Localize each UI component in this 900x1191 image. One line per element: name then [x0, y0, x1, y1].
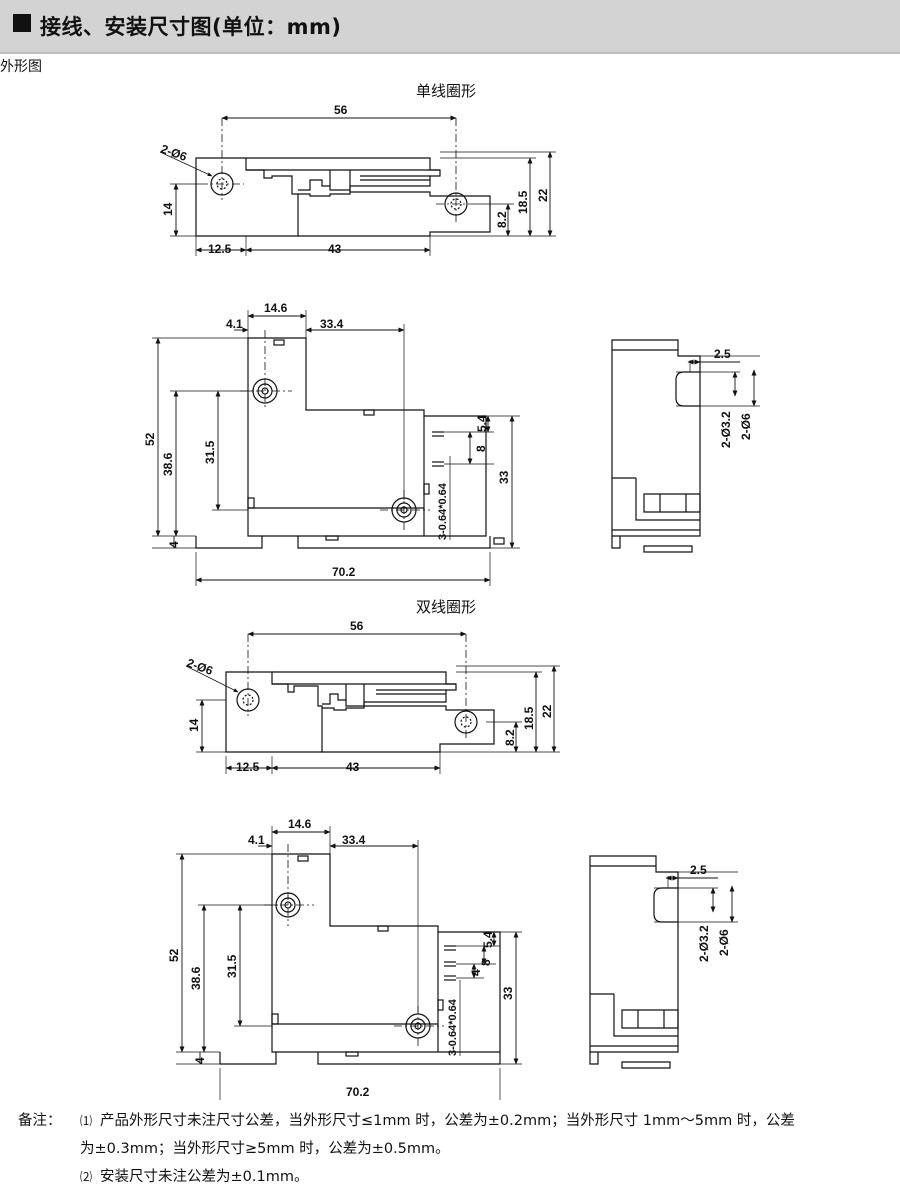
double-top-view [185, 631, 560, 774]
dim-label: 43 [328, 242, 342, 256]
dim-label: 8 [479, 959, 493, 966]
dim-label: 4 [469, 969, 483, 976]
header-title: 接线、安装尺寸图(单位：mm) [40, 15, 342, 39]
section-header: 接线、安装尺寸图(单位：mm) [0, 0, 900, 54]
dim-label: 22 [536, 188, 550, 202]
notes: 备注： ⑴ 产品外形尺寸未注尺寸公差，当外形尺寸≤1mm 时，公差为±0.2mm；当… [18, 1107, 898, 1191]
double-side-labels: 2.5 2-Ø3.2 2-Ø6 [690, 863, 731, 962]
note-1-continued: 为±0.3mm；当外形尺寸≥5mm 时，公差为±0.5mm。 [80, 1141, 450, 1157]
dim-label: 56 [350, 619, 364, 633]
dim-label: 2-Ø6 [739, 413, 753, 440]
section-label: 外形图 [0, 59, 42, 75]
single-front-labels: 14.6 4.1 33.4 52 38.6 31.5 4 70.2 5.4 8 … [143, 301, 511, 579]
dim-label: 70.2 [346, 1085, 370, 1099]
dim-label: 5.4 [481, 931, 495, 948]
dim-label: 3-0.64*0.64 [447, 998, 459, 1056]
single-side-labels: 2.5 2-Ø3.2 2-Ø6 [714, 347, 753, 448]
dim-label: 52 [167, 948, 181, 962]
double-top-labels: 56 2-Ø6 14 12.5 43 8.2 18.5 22 [185, 619, 554, 774]
double-side-view [589, 855, 738, 1069]
dim-label: 52 [143, 432, 157, 446]
dim-label: 4.1 [226, 317, 243, 331]
dim-label: 3-0.64*0.64 [437, 482, 449, 540]
figure-title-single: 单线圈形 [416, 82, 477, 100]
dim-label: 18.5 [516, 190, 530, 214]
dim-label: 70.2 [332, 565, 356, 579]
dim-label: 18.5 [522, 706, 536, 730]
single-front-view [152, 310, 520, 586]
note-number: ⑵ [80, 1170, 93, 1184]
figure-title-double: 双线圈形 [416, 598, 477, 616]
dim-label: 33.4 [342, 833, 366, 847]
double-front-view [176, 826, 522, 1100]
dim-label: 22 [540, 704, 554, 718]
dim-label: 38.6 [161, 452, 175, 476]
dim-label: 14.6 [288, 817, 312, 831]
dim-label: 2-Ø6 [159, 142, 189, 164]
dim-label: 2-Ø3.2 [719, 411, 733, 448]
note-text: 安装尺寸未注公差为±0.1mm。 [100, 1169, 309, 1185]
single-top-labels: 56 2-Ø6 14 12.5 43 8.2 18.5 22 [159, 103, 550, 256]
dim-label: 14.6 [264, 301, 288, 315]
dim-label: 43 [346, 760, 360, 774]
dim-label: 2-Ø6 [185, 656, 215, 678]
dim-label: 12.5 [208, 242, 232, 256]
single-side-view [611, 339, 760, 553]
dim-label: 2.5 [690, 863, 707, 877]
dimension-drawing: 56 2-Ø6 14 12.5 43 8.2 18.5 22 [143, 103, 760, 1100]
dim-label: 33.4 [320, 317, 344, 331]
notes-prefix: 备注： [18, 1113, 62, 1129]
dim-label: 5.4 [475, 415, 489, 432]
dim-label: 12.5 [236, 760, 260, 774]
header-bullet-icon [13, 14, 31, 32]
dim-label: 8.2 [495, 211, 509, 228]
dim-label: 4 [167, 541, 181, 548]
dim-label: 31.5 [203, 440, 217, 464]
note-number: ⑴ [80, 1114, 93, 1128]
dim-label: 2.5 [714, 347, 731, 361]
note-2: ⑵ 安装尺寸未注公差为±0.1mm。 [18, 1163, 898, 1191]
single-top-view [159, 115, 556, 256]
dim-label: 14 [161, 202, 175, 216]
note-1: 备注： ⑴ 产品外形尺寸未注尺寸公差，当外形尺寸≤1mm 时，公差为±0.2mm；当… [18, 1107, 898, 1135]
dim-label: 2-Ø3.2 [697, 925, 711, 962]
dim-label: 31.5 [225, 954, 239, 978]
dim-label: 2-Ø6 [717, 929, 731, 956]
dim-label: 4 [193, 1057, 207, 1064]
dim-label: 38.6 [189, 966, 203, 990]
dim-label: 4.1 [248, 833, 265, 847]
dim-label: 56 [334, 103, 348, 117]
dim-label: 14 [187, 718, 201, 732]
dim-label: 33 [501, 986, 515, 1000]
dim-label: 8 [474, 445, 488, 452]
dim-label: 8.2 [503, 729, 517, 746]
double-front-labels: 14.6 4.1 33.4 52 38.6 31.5 4 70.2 5.4 8 … [167, 817, 515, 1099]
note-text: 产品外形尺寸未注尺寸公差，当外形尺寸≤1mm 时，公差为±0.2mm；当外形尺寸… [100, 1113, 795, 1129]
dim-label: 33 [497, 470, 511, 484]
